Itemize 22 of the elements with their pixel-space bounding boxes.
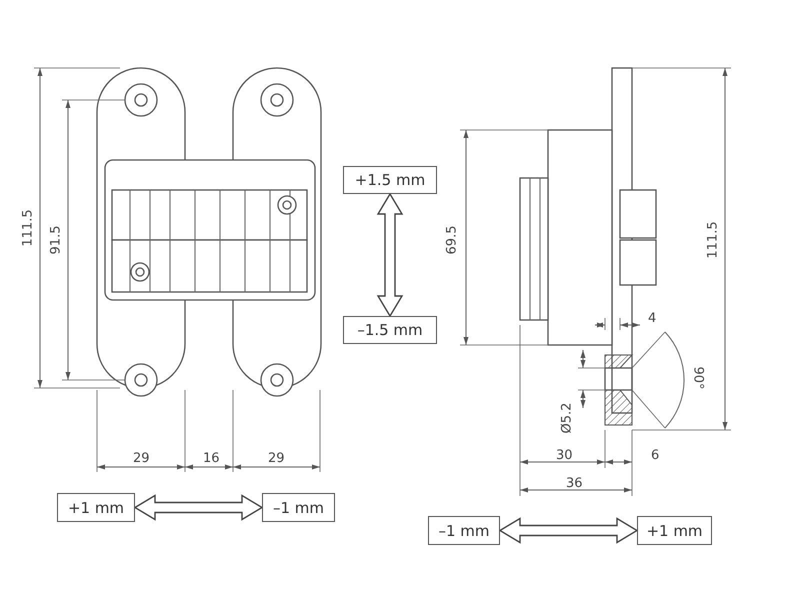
dimension-value: 111.5 — [706, 221, 720, 259]
dimension-value: 36 — [566, 477, 583, 490]
dimension-value: Ø5.2 — [560, 402, 574, 434]
dimension-value: 30 — [556, 449, 573, 462]
adjustment-box: +1.5 mm — [343, 166, 437, 194]
dimension-value: 4 — [648, 312, 656, 325]
dimension-value: 6 — [651, 449, 660, 462]
dimension-value: 111.5 — [22, 209, 34, 247]
adjustment-box: –1 mm — [428, 516, 500, 545]
dimension-value: 69.5 — [446, 226, 458, 254]
adjustment-box: +1 mm — [57, 493, 135, 522]
adjustment-box: –1.5 mm — [343, 316, 437, 344]
double-arrow — [134, 494, 264, 521]
dimension-value: 29 — [133, 452, 150, 465]
dimension-value: 16 — [203, 452, 220, 465]
double-arrow — [498, 517, 638, 544]
adjustment-box: –1 mm — [262, 493, 335, 522]
double-arrow — [376, 192, 404, 318]
dimension-value: 91.5 — [50, 226, 62, 254]
dimension-value: 90° — [692, 366, 704, 390]
adjustment-box: +1 mm — [637, 516, 712, 545]
dimension-value: 29 — [268, 452, 285, 465]
